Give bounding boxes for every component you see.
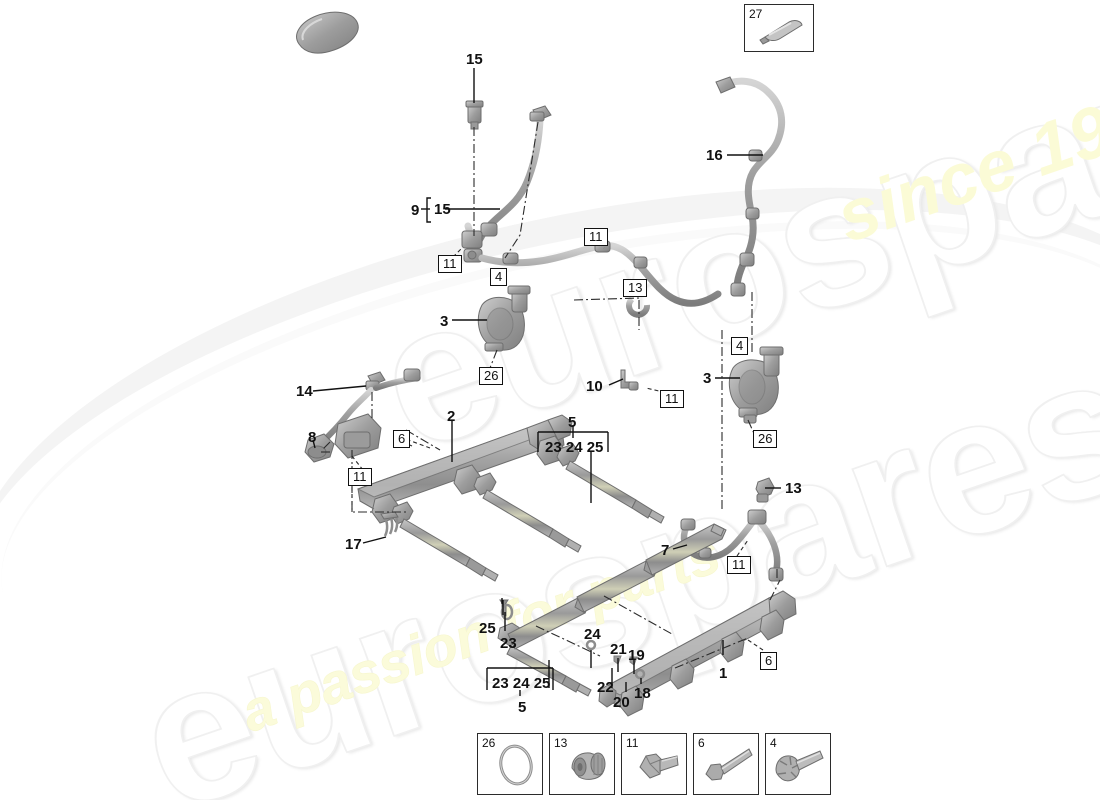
hex-bolt-icon — [639, 753, 679, 779]
callout-5-top: 5 — [568, 414, 577, 431]
callout-5-lower: 5 — [518, 699, 527, 716]
part-9-line-fittings — [461, 105, 552, 263]
boxed-callout-6-b: 6 — [760, 652, 778, 670]
long-bolt-icon — [705, 748, 753, 781]
boxed-callout-4-a: 4 — [490, 268, 508, 286]
callout-22: 22 — [597, 679, 614, 696]
legend-cell-26: 26 — [477, 733, 543, 795]
part-7-line-fittings — [680, 509, 784, 582]
assembly-axis-lines — [318, 121, 781, 669]
boxed-callout-6-a: 6 — [393, 430, 411, 448]
callout-15-top: 15 — [466, 51, 483, 68]
boxed-callout-11-b: 11 — [584, 228, 608, 246]
boxed-callout-13-a: 13 — [623, 279, 648, 297]
callout-10: 10 — [586, 378, 603, 395]
part-unlabeled-cover — [296, 11, 359, 54]
callout-9: 9 — [411, 202, 420, 219]
injector-6 — [643, 523, 727, 577]
boxed-callout-11-d: 11 — [348, 468, 372, 486]
legend-cell-13: 13 — [549, 733, 615, 795]
part-bracket-mid — [334, 413, 382, 459]
callout-14: 14 — [296, 383, 313, 400]
legend-number-26: 26 — [482, 736, 496, 750]
boxed-callout-11-a: 11 — [438, 255, 462, 273]
boxed-callout-4-b: 4 — [731, 337, 749, 355]
legend-number-11: 11 — [626, 736, 639, 750]
injector-4 — [497, 597, 592, 697]
callout-9-15: 15 — [434, 201, 451, 218]
boxed-callout-26-b: 26 — [753, 430, 778, 448]
legend-cell-4: 4 — [765, 733, 831, 795]
injector-3 — [556, 443, 665, 524]
part-5-injector-assembly-upper — [390, 443, 665, 582]
callout-24: 24 — [584, 626, 601, 643]
callout-7: 7 — [661, 542, 670, 559]
legend-cell-11: 11 — [621, 733, 687, 795]
callout-2: 2 — [447, 408, 456, 425]
part-17-clip — [380, 511, 399, 537]
part-3-hp-pump-left — [477, 285, 531, 352]
part-2-fuel-rail — [356, 414, 573, 524]
sealing-plug-icon — [571, 752, 606, 780]
grease-tube-icon — [759, 20, 803, 45]
part-11-upper-line — [478, 241, 722, 307]
callout-13-right: 13 — [785, 480, 802, 497]
part-mid-line-fitting — [403, 368, 421, 382]
legend-number-27: 27 — [749, 7, 763, 21]
callout-23-24-25-lower: 23 24 25 — [492, 675, 551, 692]
callout-25-lower: 25 — [479, 620, 496, 637]
legend-number-4: 4 — [770, 736, 777, 750]
legend-cell-6: 6 — [693, 733, 759, 795]
part-3-hp-pump-right — [728, 346, 784, 424]
callout-21: 21 — [610, 641, 627, 658]
callout-17: 17 — [345, 536, 362, 553]
injector-1 — [390, 501, 499, 582]
injector-2 — [473, 472, 582, 553]
boxed-callout-26-a: 26 — [479, 367, 504, 385]
boxed-callout-11-c: 11 — [660, 390, 684, 408]
callout-23-24-25-top: 23 24 25 — [545, 439, 604, 456]
part-15-top-sensor — [465, 100, 484, 130]
part-8-bracket — [304, 433, 335, 463]
legend-number-6: 6 — [698, 736, 705, 750]
callout-18: 18 — [634, 685, 651, 702]
callout-20: 20 — [613, 694, 630, 711]
part-16-hose-fittings — [715, 76, 763, 297]
legend-number-13: 13 — [554, 736, 568, 750]
flange-bolt-icon — [775, 750, 824, 782]
legend-cell-27: 27 — [744, 4, 814, 52]
callout-16: 16 — [706, 147, 723, 164]
o-ring-icon — [499, 744, 533, 786]
part-13-plug-right — [755, 477, 775, 503]
part-1-fuel-rail — [598, 590, 797, 717]
legend-strip: 26 13 11 — [477, 733, 831, 795]
callout-23-lower: 23 — [500, 635, 517, 652]
boxed-callout-11-e: 11 — [727, 556, 751, 574]
part-5-injector-assembly-lower — [497, 523, 727, 697]
callout-1: 1 — [719, 665, 728, 682]
callout-19: 19 — [628, 647, 645, 664]
callout-8: 8 — [308, 429, 317, 446]
callout-3-right: 3 — [703, 370, 712, 387]
part-10-clip — [620, 369, 639, 391]
callout-3-left: 3 — [440, 313, 449, 330]
leader-lines — [312, 68, 781, 696]
